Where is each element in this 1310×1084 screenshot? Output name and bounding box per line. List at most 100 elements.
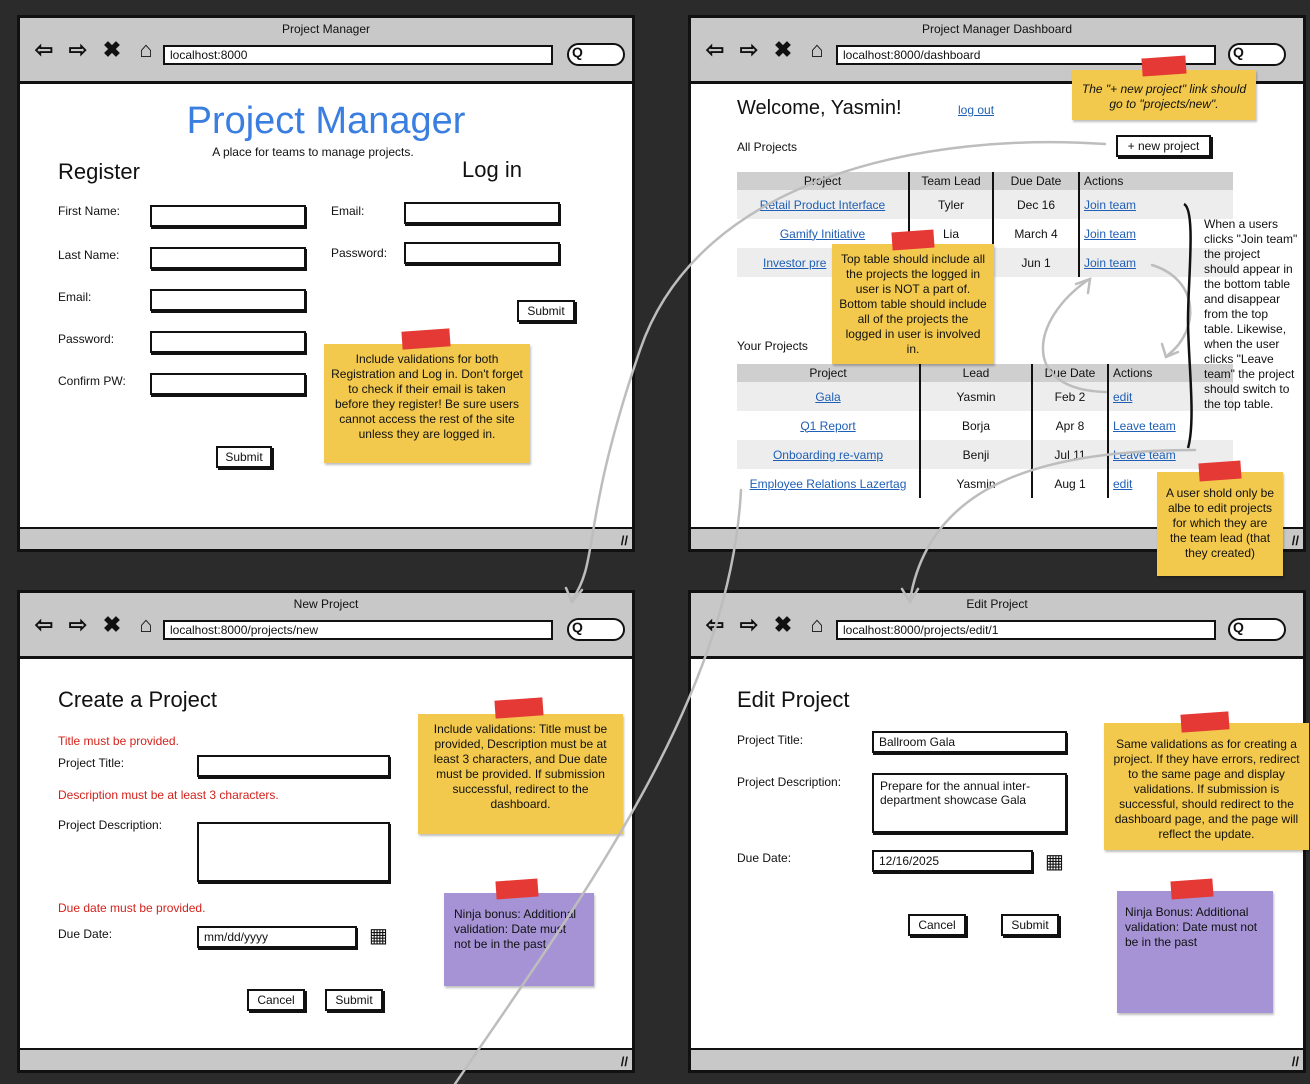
table-row: Gala Yasmin Feb 2 edit — [737, 382, 1233, 411]
all-projects-label: All Projects — [737, 140, 798, 154]
page-title: Create a Project — [58, 687, 217, 712]
due-date-cell: Aug 1 — [1031, 469, 1108, 498]
project-link[interactable]: Employee Relations Lazertag — [749, 476, 907, 491]
search-button[interactable]: Q — [567, 618, 625, 641]
cancel-button[interactable]: Cancel — [247, 989, 305, 1011]
back-icon[interactable]: ⇦ — [34, 612, 54, 637]
page-title: Edit Project — [737, 687, 850, 712]
project-link[interactable]: Gala — [737, 382, 920, 411]
project-title-field[interactable] — [197, 755, 390, 777]
due-date-cell: March 4 — [992, 219, 1079, 248]
project-link[interactable]: Onboarding re-vamp — [737, 440, 920, 469]
validation-sticky-note: Include validations: Title must be provi… — [418, 714, 623, 834]
join-team-link[interactable]: Join team — [1078, 190, 1233, 219]
sticky-tape — [401, 328, 451, 350]
close-icon[interactable]: ✖ — [102, 612, 122, 637]
login-email-field[interactable] — [404, 202, 560, 224]
forward-icon[interactable]: ⇨ — [68, 612, 88, 637]
team-lead-cell: Yasmin — [919, 469, 1032, 498]
due-date-label: Due Date: — [58, 927, 113, 941]
due-date-cell: Feb 2 — [1031, 382, 1108, 411]
resize-grip-icon[interactable]: // — [620, 533, 628, 548]
close-icon[interactable]: ✖ — [102, 37, 122, 62]
sticky-tape — [1141, 55, 1187, 77]
due-date-field[interactable]: mm/dd/yyyy — [197, 926, 357, 948]
search-button[interactable]: Q — [1228, 618, 1286, 641]
forward-icon[interactable]: ⇨ — [68, 37, 88, 62]
submit-button[interactable]: Submit — [325, 989, 383, 1011]
url-bar[interactable]: localhost:8000/projects/new — [163, 620, 553, 640]
column-header: Due Date — [1031, 364, 1108, 382]
back-icon[interactable]: ⇦ — [705, 612, 725, 637]
column-header: Project — [737, 172, 909, 190]
team-lead-cell: Yasmin — [919, 382, 1032, 411]
table-header-row: Project Lead Due Date Actions — [737, 364, 1233, 382]
last-name-label: Last Name: — [58, 248, 120, 262]
url-bar[interactable]: localhost:8000 — [163, 45, 553, 65]
forward-icon[interactable]: ⇨ — [739, 37, 759, 62]
status-bar: // — [20, 1048, 632, 1070]
logout-link[interactable]: log out — [958, 103, 995, 117]
column-header: Due Date — [992, 172, 1079, 190]
due-date-field[interactable]: 12/16/2025 — [872, 850, 1033, 872]
register-email-field[interactable] — [150, 289, 306, 311]
edit-link[interactable]: edit — [1107, 382, 1233, 411]
back-icon[interactable]: ⇦ — [705, 37, 725, 62]
cancel-button[interactable]: Cancel — [908, 914, 966, 936]
app-tagline: A place for teams to manage projects. — [212, 145, 414, 159]
search-button[interactable]: Q — [1228, 43, 1286, 66]
project-link[interactable]: Q1 Report — [800, 418, 856, 433]
sticky-tape — [1170, 878, 1214, 900]
project-description-field[interactable] — [197, 822, 390, 882]
title-error: Title must be provided. — [58, 734, 179, 748]
table-row: Retail Product Interface Tyler Dec 16 Jo… — [737, 190, 1233, 219]
due-date-cell: Apr 8 — [1031, 411, 1108, 440]
sticky-tape — [494, 697, 544, 719]
sticky-tape — [1180, 711, 1230, 733]
forward-icon[interactable]: ⇨ — [739, 612, 759, 637]
project-description-field[interactable]: Prepare for the annual inter-department … — [872, 773, 1067, 833]
first-name-label: First Name: — [58, 204, 121, 218]
join-team-annotation: When a users clicks "Join team" the proj… — [1204, 217, 1298, 411]
last-name-field[interactable] — [150, 247, 306, 269]
column-header: Lead — [919, 364, 1032, 382]
home-icon[interactable]: ⌂ — [810, 37, 824, 62]
resize-grip-icon[interactable]: // — [620, 1054, 628, 1069]
register-heading: Register — [58, 159, 140, 184]
login-password-field[interactable] — [404, 242, 560, 264]
confirm-password-field[interactable] — [150, 373, 306, 395]
calendar-icon[interactable]: ▦ — [1045, 851, 1064, 873]
home-icon[interactable]: ⌂ — [810, 612, 824, 637]
new-project-window: New Project ⇦ ⇨ ✖ ⌂ localhost:8000/proje… — [17, 590, 635, 1073]
project-description-label: Project Description: — [737, 775, 842, 789]
register-submit-button[interactable]: Submit — [216, 446, 272, 468]
calendar-icon[interactable]: ▦ — [369, 925, 388, 947]
project-link[interactable]: Retail Product Interface — [737, 190, 909, 219]
close-icon[interactable]: ✖ — [773, 37, 793, 62]
url-bar[interactable]: localhost:8000/dashboard — [836, 45, 1216, 65]
leave-team-link[interactable]: Leave team — [1107, 411, 1233, 440]
close-icon[interactable]: ✖ — [773, 612, 793, 637]
column-header: Actions — [1107, 364, 1233, 382]
new-project-button[interactable]: + new project — [1116, 135, 1211, 157]
window-title: Edit Project — [966, 597, 1028, 611]
project-title-field[interactable]: Ballroom Gala — [872, 731, 1067, 753]
register-password-field[interactable] — [150, 331, 306, 353]
back-icon[interactable]: ⇦ — [34, 37, 54, 62]
home-icon[interactable]: ⌂ — [139, 612, 153, 637]
column-header: Actions — [1078, 172, 1233, 190]
your-projects-label: Your Projects — [737, 339, 808, 353]
resize-grip-icon[interactable]: // — [1291, 1054, 1299, 1069]
table-row: Onboarding re-vamp Benji Jul 11 Leave te… — [737, 440, 1233, 469]
column-header: Team Lead — [908, 172, 993, 190]
search-button[interactable]: Q — [567, 43, 625, 66]
home-icon[interactable]: ⌂ — [139, 37, 153, 62]
submit-button[interactable]: Submit — [1001, 914, 1059, 936]
login-submit-button[interactable]: Submit — [517, 300, 575, 322]
browser-toolbar: New Project ⇦ ⇨ ✖ ⌂ localhost:8000/proje… — [20, 593, 632, 659]
first-name-field[interactable] — [150, 205, 306, 227]
resize-grip-icon[interactable]: // — [1291, 533, 1299, 548]
url-bar[interactable]: localhost:8000/projects/edit/1 — [836, 620, 1216, 640]
login-password-label: Password: — [331, 246, 388, 260]
welcome-heading: Welcome, Yasmin! — [737, 97, 902, 119]
